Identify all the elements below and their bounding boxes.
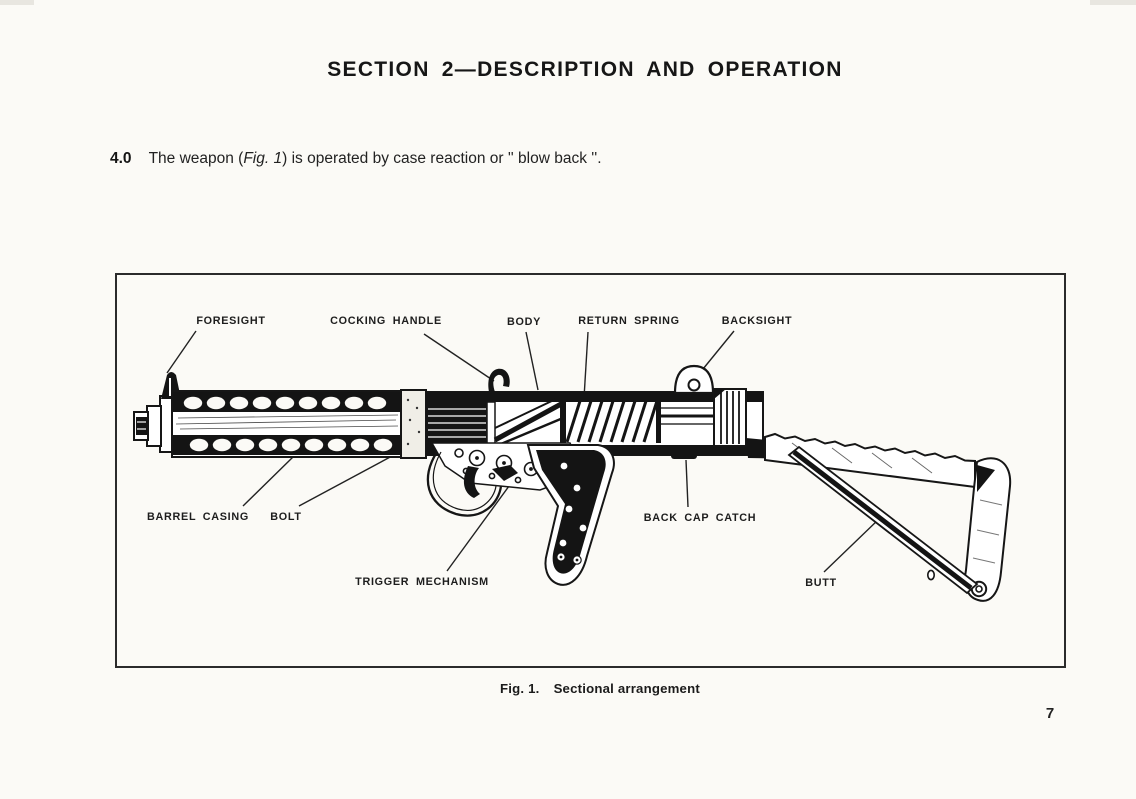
figure-caption-text: Sectional arrangement: [553, 681, 700, 696]
cocking-handle-graphic: [488, 368, 510, 392]
label-cocking-handle: COCKING HANDLE: [330, 315, 442, 327]
figure-frame: [115, 273, 1066, 668]
scan-artifact-right: [1090, 0, 1136, 5]
bolt-graphic: [426, 398, 565, 446]
label-back-cap-catch: BACK CAP CATCH: [643, 512, 757, 524]
section-title: SECTION 2—DESCRIPTION AND OPERATION: [327, 58, 843, 81]
paragraph-number: 4.0: [110, 150, 132, 167]
coupling-ring-graphic: [400, 389, 427, 459]
rear-cap-graphic: [713, 388, 747, 447]
label-return-spring: RETURN SPRING: [578, 315, 680, 327]
label-barrel-casing: BARREL CASING: [147, 511, 249, 523]
figure-caption: Fig. 1. Sectional arrangement: [32, 681, 1136, 696]
leader-lines: [166, 330, 880, 573]
return-spring-graphic: [560, 400, 714, 443]
back-cap-catch-graphic: [671, 447, 707, 459]
paragraph-text-before: The weapon (: [148, 150, 244, 167]
figure-caption-number: Fig. 1.: [500, 681, 540, 696]
label-trigger-mechanism: TRIGGER MECHANISM: [355, 576, 489, 588]
backsight-graphic: [673, 364, 715, 395]
paragraph-4-0: 4.0 The weapon (Fig. 1) is operated by ca…: [110, 148, 870, 170]
label-bolt: BOLT: [270, 511, 302, 523]
butt-graphic: [746, 432, 1012, 602]
scan-artifact-left: [0, 0, 34, 5]
label-backsight: BACKSIGHT: [721, 315, 793, 327]
pistol-grip-graphic: [526, 444, 615, 586]
label-butt: BUTT: [805, 577, 837, 589]
label-body: BODY: [507, 316, 541, 328]
barrel-casing-graphic: [171, 390, 403, 458]
figure-reference: Fig. 1: [243, 150, 283, 167]
page-number: 7: [1045, 705, 1055, 722]
paragraph-text-after: ) is operated by case reaction or '' blo…: [282, 150, 602, 167]
muzzle-graphic: [133, 395, 177, 453]
label-foresight: FORESIGHT: [196, 315, 266, 327]
